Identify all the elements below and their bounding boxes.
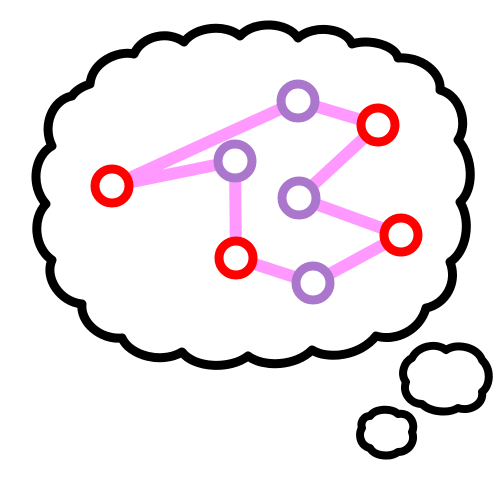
thought-cloud <box>31 20 475 370</box>
graph-edge-a-b <box>106 95 304 192</box>
graph-nodes <box>90 79 423 305</box>
thought-bubble <box>31 20 493 460</box>
thought-puff-small <box>356 405 418 460</box>
graph-node-d <box>277 176 321 220</box>
graph-node-g <box>291 261 335 305</box>
graph-node-f <box>213 139 257 183</box>
graph-node-e <box>379 213 423 257</box>
graph-node-b <box>276 79 320 123</box>
graph-node-h <box>214 236 258 280</box>
thought-puff-large <box>399 341 493 416</box>
graph-node-a <box>90 164 134 208</box>
graph-node-c <box>356 103 400 147</box>
